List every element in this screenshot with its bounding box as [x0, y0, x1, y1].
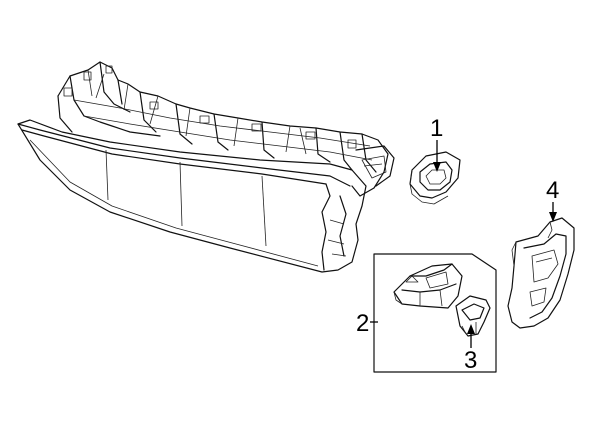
- callout-4-label: 4: [546, 177, 559, 204]
- callout-1-label: 1: [430, 115, 443, 142]
- callout-3-label: 3: [464, 347, 477, 374]
- part-3-insert: [455, 295, 491, 337]
- callout-2: 2: [356, 310, 378, 337]
- part-4-trim-panel: [507, 217, 575, 329]
- inset-frame: [373, 253, 497, 373]
- part-2-tray: [393, 263, 463, 309]
- callout-2-label: 2: [356, 310, 369, 337]
- part-1-bezel: [409, 151, 461, 205]
- console-body: [17, 61, 395, 273]
- callout-3: 3: [464, 324, 477, 374]
- callout-1: 1: [430, 115, 443, 172]
- callout-4: 4: [546, 177, 559, 222]
